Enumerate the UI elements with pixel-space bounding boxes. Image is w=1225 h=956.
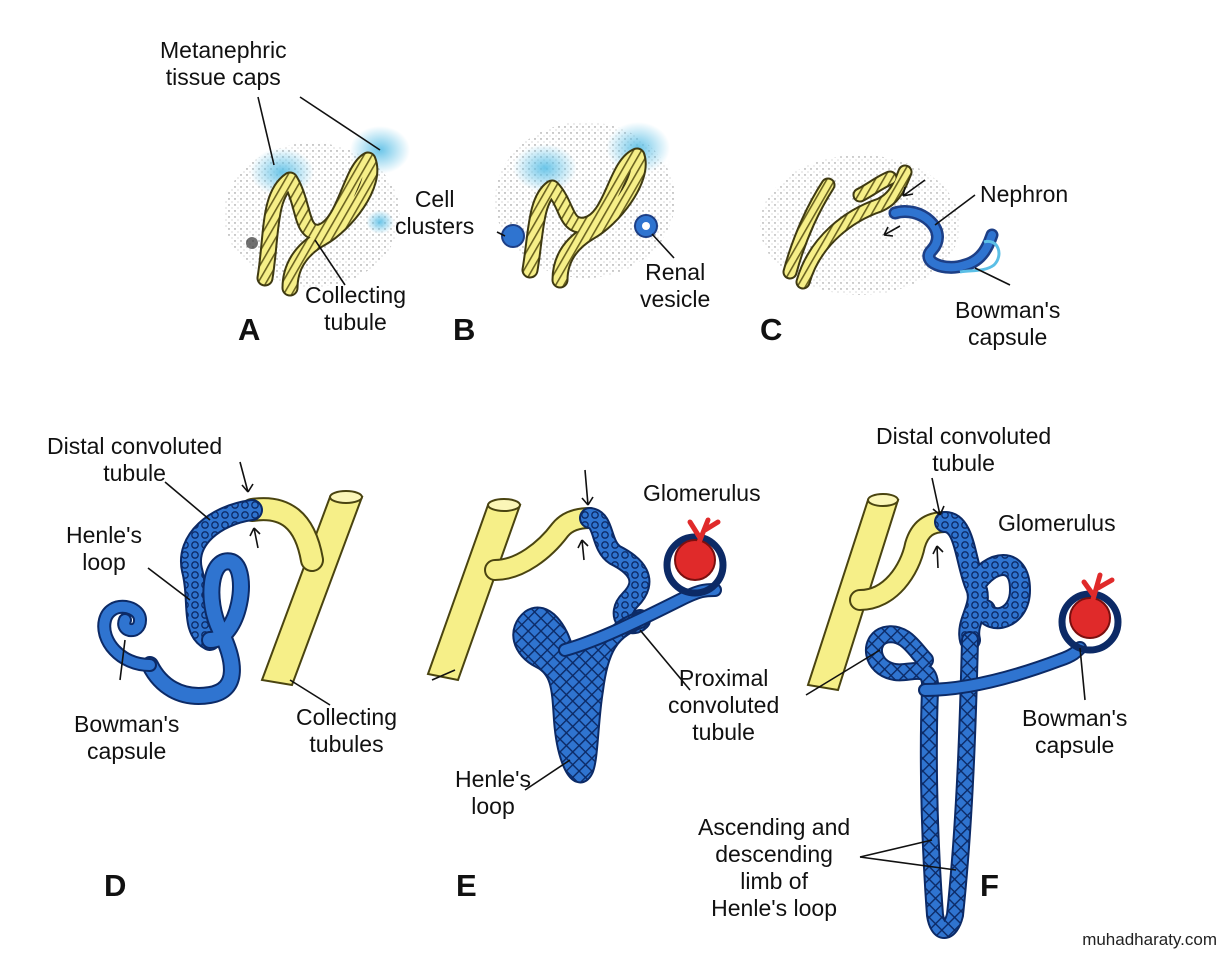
leader-lines (257, 96, 381, 286)
leader-lines (119, 461, 331, 706)
panel-e-drawing (426, 469, 727, 791)
watermark: muhadharaty.com (1082, 930, 1217, 949)
bowmans-capsule-shape (959, 239, 1001, 274)
glomerulus-shape (674, 539, 716, 581)
panel-letter-a: A (238, 312, 261, 347)
glomerulus-shape (1069, 597, 1111, 639)
tissue-cap (513, 144, 577, 192)
leader-lines (805, 477, 1086, 871)
collecting-tubule-shape (782, 164, 913, 290)
label-glomerulus-e: Glomerulus (643, 480, 761, 506)
leader-lines (431, 469, 691, 791)
collecting-tubule-shape (256, 151, 379, 297)
panel-letter-f: F (980, 868, 999, 903)
leader-lines (496, 231, 675, 259)
panel-letter-d: D (104, 868, 127, 903)
bowmans-capsule-shape (663, 533, 727, 597)
panel-letter-e: E (456, 868, 477, 903)
leader-lines (883, 179, 1011, 286)
cell-cluster (501, 224, 525, 248)
label-glomerulus-f: Glomerulus (998, 510, 1116, 536)
collecting-tubule-shape (521, 147, 647, 289)
label-nephron: Nephron (980, 181, 1069, 207)
panel-f-drawing (805, 477, 1122, 939)
panel-b-drawing (495, 122, 675, 289)
panel-d-drawing (97, 461, 364, 706)
tissue-cap (366, 210, 394, 234)
panel-c-drawing (760, 155, 1011, 295)
panel-letter-b: B (453, 312, 476, 347)
panel-letter-c: C (760, 312, 783, 347)
collecting-tubule-shape (426, 504, 522, 682)
panel-a-drawing (224, 96, 410, 297)
